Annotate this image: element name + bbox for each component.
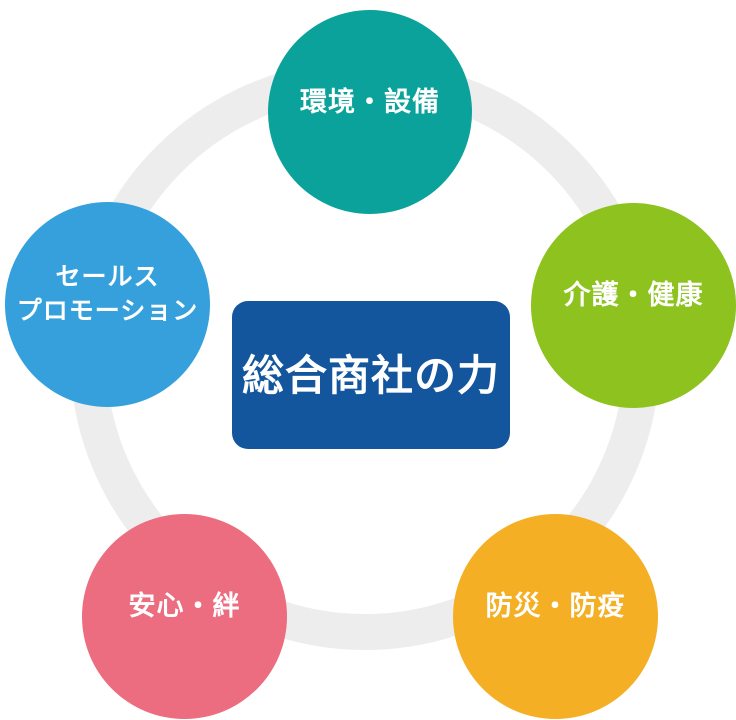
node-care-health-label: 介護・健康 [563, 280, 704, 311]
node-sales-promotion-label-line1: セールス [55, 261, 160, 291]
node-care-health: 介護・健康 [531, 203, 736, 408]
node-environment-facilities: 環境・設備 [268, 10, 472, 214]
node-sales-promotion: セールス プロモーション [5, 202, 210, 407]
node-sales-promotion-label: セールス プロモーション [17, 260, 199, 328]
node-disaster-epidemic-prevention: 防災・防疫 [453, 514, 658, 719]
node-disaster-epidemic-prevention-label: 防災・防疫 [485, 591, 626, 622]
center-title-box: 総合商社の力 [232, 301, 510, 449]
node-safety-bonds-label: 安心・絆 [128, 591, 241, 622]
node-sales-promotion-label-line2: プロモーション [16, 295, 199, 325]
node-environment-facilities-label: 環境・設備 [300, 86, 440, 118]
node-safety-bonds: 安心・絆 [82, 514, 287, 719]
center-title: 総合商社の力 [241, 350, 500, 400]
